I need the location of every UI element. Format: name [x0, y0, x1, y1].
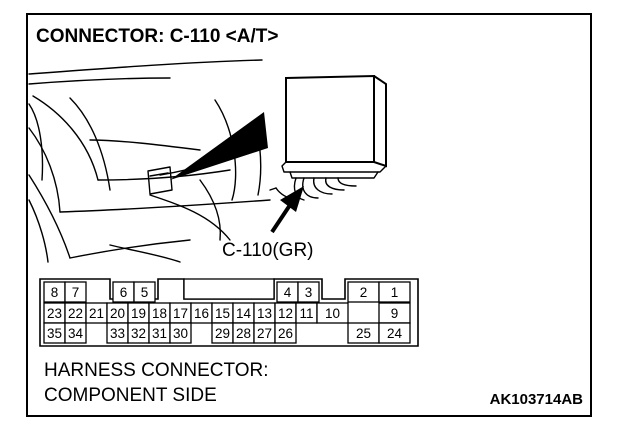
pin-label-34: 34 — [68, 326, 84, 341]
pin-label-35: 35 — [47, 326, 62, 341]
pin-label-15: 15 — [215, 306, 230, 321]
pin-label-6: 6 — [120, 285, 128, 300]
harness-caption-line-1: HARNESS CONNECTOR: — [44, 360, 269, 381]
pin-cell-7 — [64, 281, 87, 303]
pin-label-5: 5 — [141, 285, 149, 300]
pin-label-17: 17 — [173, 306, 188, 321]
pin-cell-3 — [297, 281, 320, 303]
pin-label-9: 9 — [391, 306, 399, 321]
pin-label-18: 18 — [152, 306, 167, 321]
pin-cell-26 — [274, 322, 297, 344]
ecu-module-illustration — [269, 74, 387, 201]
pin-label-29: 29 — [215, 326, 230, 341]
pin-label-27: 27 — [257, 326, 272, 341]
pin-label-24: 24 — [387, 326, 403, 341]
zoom-wedge — [170, 112, 268, 180]
pin-label-1: 1 — [391, 285, 399, 300]
pin-label-33: 33 — [110, 326, 125, 341]
pin-label-11: 11 — [299, 306, 313, 321]
diagram-frame — [26, 13, 592, 417]
pin-label-14: 14 — [236, 306, 252, 321]
pin-label-12: 12 — [278, 306, 293, 321]
connector-blank-block — [183, 278, 275, 300]
pin-label-8: 8 — [51, 285, 59, 300]
connector-callout-label: C-110(GR) — [222, 240, 314, 261]
pin-label-10: 10 — [325, 306, 340, 321]
pin-label-21: 21 — [89, 306, 104, 321]
figure-code: AK103714AB — [490, 391, 584, 408]
pin-cell-34 — [64, 322, 87, 344]
pin-cell-30 — [169, 322, 192, 344]
pin-label-3: 3 — [305, 285, 313, 300]
pin-label-32: 32 — [131, 326, 146, 341]
diagram-title: CONNECTOR: C-110 <A/T> — [36, 26, 278, 47]
pin-label-25: 25 — [356, 326, 371, 341]
pin-label-13: 13 — [257, 306, 272, 321]
pin-label-2: 2 — [360, 285, 368, 300]
pin-cell-10 — [316, 302, 349, 324]
pin-label-30: 30 — [173, 326, 188, 341]
pin-label-23: 23 — [47, 306, 62, 321]
pin-label-28: 28 — [236, 326, 251, 341]
callout-arrow — [270, 186, 304, 234]
pin-label-31: 31 — [152, 326, 167, 341]
pin-label-16: 16 — [194, 306, 209, 321]
pin-label-20: 20 — [110, 306, 125, 321]
pin-label-7: 7 — [72, 285, 80, 300]
pin-cell-1 — [378, 281, 411, 303]
pin-cell-5 — [133, 281, 156, 303]
harness-caption-line-2: COMPONENT SIDE — [44, 385, 217, 406]
pin-cell-24 — [378, 322, 411, 344]
pin-label-26: 26 — [278, 326, 293, 341]
pin-label-19: 19 — [131, 306, 146, 321]
pin-label-4: 4 — [284, 285, 292, 300]
pin-label-22: 22 — [68, 306, 83, 321]
